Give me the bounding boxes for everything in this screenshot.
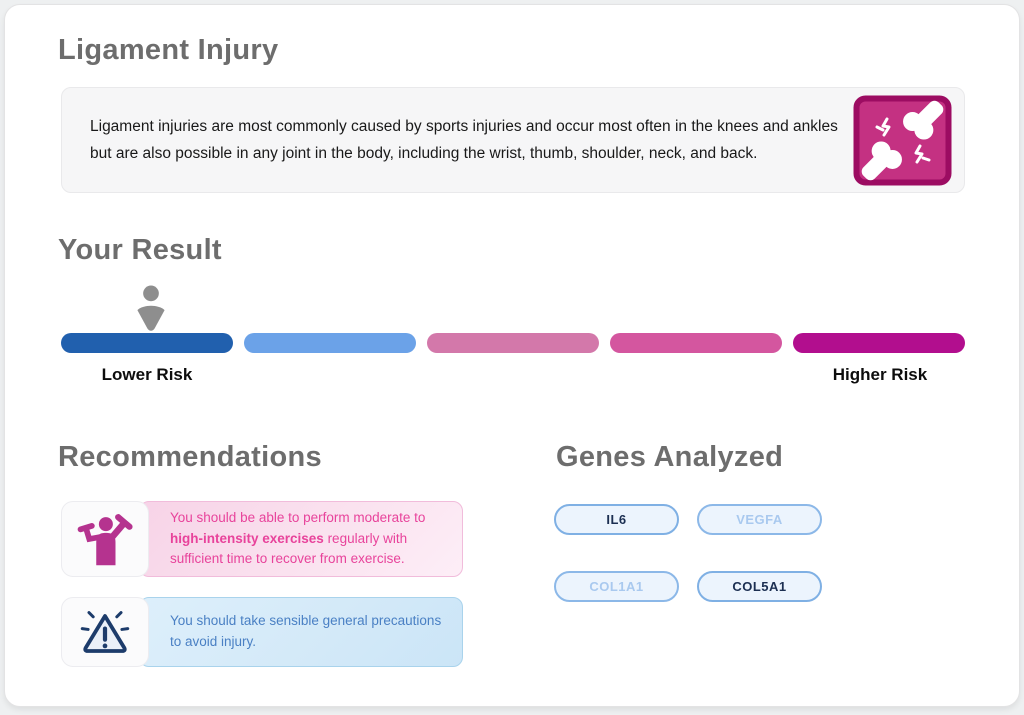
risk-scale-bar (61, 333, 965, 353)
gene-pill-col5a1[interactable]: COL5A1 (697, 571, 822, 602)
person-marker-icon (132, 285, 170, 331)
description-box: Ligament injuries are most commonly caus… (61, 87, 965, 193)
risk-segment-4 (610, 333, 782, 353)
risk-segment-1 (61, 333, 233, 353)
description-text: Ligament injuries are most commonly caus… (90, 117, 838, 162)
genes-grid: IL6 VEGFA COL1A1 COL5A1 (554, 504, 822, 602)
lower-risk-label: Lower Risk (101, 365, 193, 384)
recommendation-text-caution: You should take sensible general precaut… (139, 597, 463, 667)
risk-segment-3 (427, 333, 599, 353)
genes-analyzed-heading: Genes Analyzed (556, 441, 784, 473)
recommendation-card-exercise: You should be able to perform moderate t… (61, 501, 463, 577)
risk-segment-5 (793, 333, 965, 353)
recommendation-card-caution: You should take sensible general precaut… (61, 597, 463, 667)
higher-risk-label: Higher Risk (832, 365, 928, 384)
recommendation-text-exercise: You should be able to perform moderate t… (139, 501, 463, 577)
warning-triangle-icon (61, 597, 149, 667)
rec-text-before: You should be able to perform moderate t… (170, 509, 426, 525)
rec-text-before: You should take sensible general precaut… (170, 613, 442, 649)
gene-pill-il6[interactable]: IL6 (554, 504, 679, 535)
recommendations-heading: Recommendations (58, 441, 322, 473)
gene-pill-col1a1[interactable]: COL1A1 (554, 571, 679, 602)
risk-segment-2 (244, 333, 416, 353)
report-card: Ligament Injury Ligament injuries are mo… (4, 4, 1020, 707)
result-heading: Your Result (58, 234, 222, 266)
gene-pill-vegfa[interactable]: VEGFA (697, 504, 822, 535)
rec-text-after: regularly with sufficient time to recove… (170, 530, 408, 567)
page-title: Ligament Injury (58, 34, 279, 66)
rec-text-bold: high-intensity exercises (170, 530, 324, 546)
joint-injury-icon (853, 95, 952, 186)
exercise-dumbbells-icon (61, 501, 149, 577)
